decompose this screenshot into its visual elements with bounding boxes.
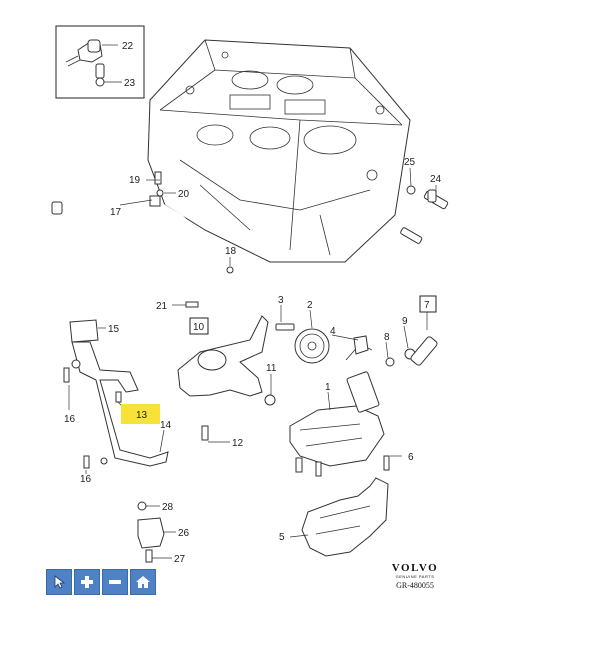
callout-7[interactable]: 7 [424, 300, 430, 311]
callout-24[interactable]: 24 [430, 174, 442, 185]
oring-11 [264, 394, 276, 406]
leader-lines [68, 167, 437, 559]
engine-block [147, 39, 411, 263]
callout-19[interactable]: 19 [129, 175, 141, 186]
callout-6[interactable]: 6 [408, 452, 414, 463]
bolt-24 [423, 189, 449, 210]
brand-logo: VOLVO GENUINE PARTS [380, 562, 450, 579]
callout-1[interactable]: 1 [325, 382, 331, 393]
zoom-toolbar [46, 569, 156, 595]
clip-detail [65, 39, 105, 87]
callout-25[interactable]: 25 [404, 157, 416, 168]
diagram-reference: GR-480055 [396, 581, 434, 590]
highlight-13 [121, 404, 160, 424]
callout-17[interactable]: 17 [110, 207, 122, 218]
brand-subtitle: GENUINE PARTS [395, 574, 435, 579]
callout-18[interactable]: 18 [225, 246, 237, 257]
washer-18 [226, 266, 234, 274]
callout-4[interactable]: 4 [330, 326, 336, 337]
callout-23[interactable]: 23 [124, 78, 136, 89]
callout-14[interactable]: 14 [160, 420, 172, 431]
pointer-button[interactable] [46, 569, 72, 595]
oil-pump-1 [289, 343, 390, 477]
callout-22[interactable]: 22 [122, 41, 134, 52]
callout-16b[interactable]: 16 [80, 474, 92, 485]
sensor-4 [353, 335, 369, 355]
washer-8 [385, 357, 395, 367]
nut-28 [137, 501, 147, 511]
sensor-7 [410, 336, 438, 366]
bolt-27 [145, 549, 153, 563]
home-button[interactable] [130, 569, 156, 595]
callout-9[interactable]: 9 [402, 316, 408, 327]
callout-26[interactable]: 26 [178, 528, 190, 539]
callout-16a[interactable]: 16 [64, 414, 76, 425]
bracket-assembly [63, 319, 169, 469]
zoom-in-icon [81, 576, 93, 588]
callout-2[interactable]: 2 [307, 300, 313, 311]
callout-13[interactable]: 13 [136, 410, 148, 421]
callout-20[interactable]: 20 [178, 189, 190, 200]
callout-8[interactable]: 8 [384, 332, 390, 343]
zoom-out-button[interactable] [102, 569, 128, 595]
callout-11[interactable]: 11 [266, 363, 277, 374]
zoom-in-button[interactable] [74, 569, 100, 595]
brand-name: VOLVO [391, 562, 439, 574]
bolt-3 [275, 323, 295, 331]
pickup-pipe-10 [177, 315, 269, 441]
washer-25 [406, 185, 416, 195]
home-icon [136, 576, 150, 588]
pointer-icon [54, 575, 66, 589]
bolt-19 [154, 171, 162, 185]
callout-28[interactable]: 28 [162, 502, 174, 513]
callout-15[interactable]: 15 [108, 324, 120, 335]
washer-20 [156, 189, 164, 197]
label-box-7 [419, 295, 437, 313]
callout-3[interactable]: 3 [278, 295, 284, 306]
callout-10[interactable]: 10 [193, 322, 205, 333]
callout-27[interactable]: 27 [174, 554, 186, 565]
callout-12[interactable]: 12 [232, 438, 244, 449]
bolt-lower [400, 227, 423, 244]
callout-21[interactable]: 21 [156, 301, 168, 312]
bolt-21 [185, 301, 199, 308]
bracket-26 [137, 517, 165, 549]
zoom-out-icon [109, 580, 121, 584]
callout-5[interactable]: 5 [279, 532, 285, 543]
tube-17 [51, 170, 213, 297]
sprocket-2 [294, 328, 330, 364]
label-box-10 [189, 317, 209, 335]
oil-pan-shield-5 [301, 477, 389, 557]
